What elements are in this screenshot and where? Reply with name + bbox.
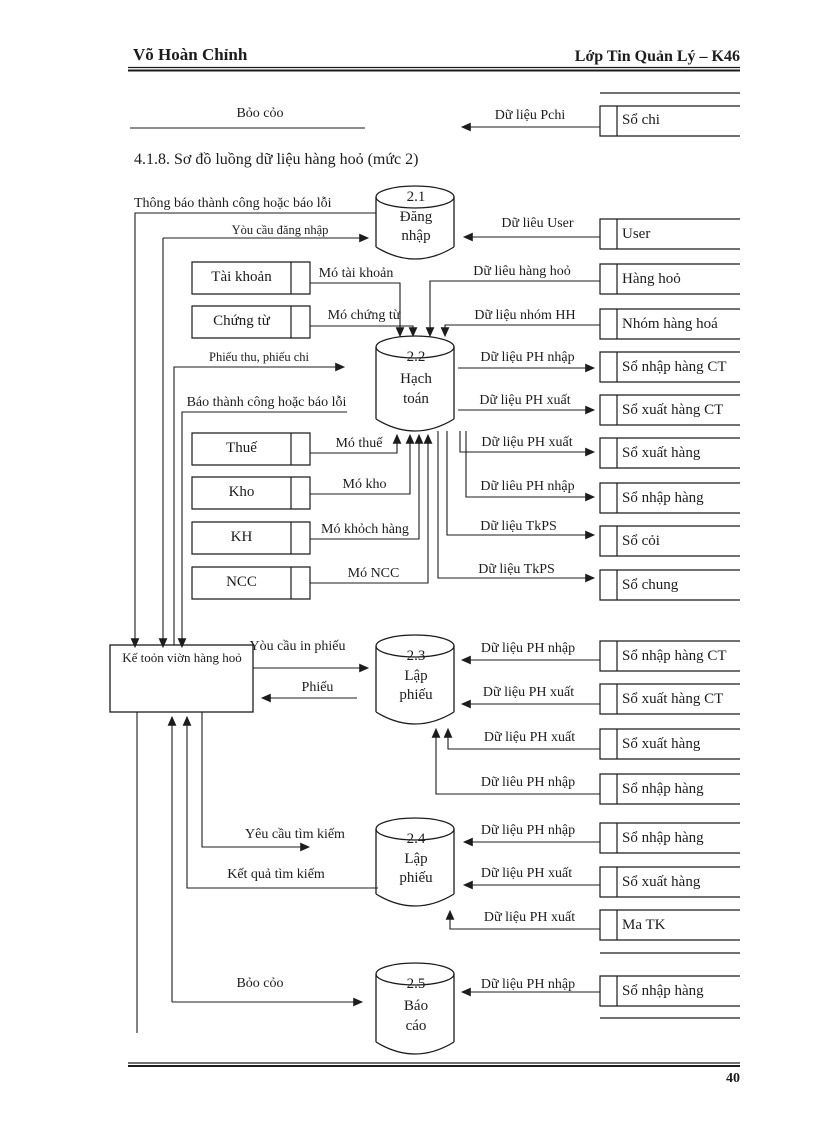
datastore-so-xuat-hang-1: Sổ xuất hàng — [622, 445, 701, 461]
datastore-so-xuat-hang-2: Sổ xuất hàng — [622, 736, 701, 752]
process-2-4-name-1: Lập — [404, 851, 428, 867]
process-2-4-id: 2.4 — [406, 831, 426, 847]
footer-rule — [128, 1062, 740, 1067]
flow-label-du-lieu-hang-hoa: Dữ liêu hàng hoỏ — [473, 264, 571, 279]
flow-label-bao-cao-25: Bỏo cỏo — [236, 976, 284, 991]
flow-label-yeu-cau-dang-nhap: Yòu cầu đăng nhập — [231, 223, 329, 237]
flow-label-tkps-1: Dữ liệu TkPS — [480, 519, 557, 534]
process-cylinder-2-1 — [375, 185, 455, 260]
flow-label-du-lieu-user: Dữ liêu User — [501, 216, 574, 231]
datastore-tai-khoan: Tài khoản — [211, 269, 272, 285]
flow-label-yeu-cau-in-phieu: Yòu cầu in phiếu — [249, 639, 346, 654]
flow-label-ph-nhap-3: Dữ liệu PH nhập — [480, 641, 576, 656]
process-2-2-id: 2.2 — [406, 349, 426, 365]
header-rule — [128, 66, 740, 72]
datastore-nhom-hang-hoa: Nhóm hàng hoá — [622, 316, 718, 332]
flow-label-ph-xuat-4: Dữ liệu PH xuất — [483, 730, 576, 745]
process-cylinder-2-4 — [375, 817, 455, 907]
flow-label-ph-nhap-1: Dữ liệu PH nhập — [480, 350, 575, 365]
page-number: 40 — [726, 1071, 740, 1086]
datastore-kh: KH — [230, 529, 253, 545]
flow-label-ph-xuat-3: Dữ liệu PH xuất — [482, 685, 575, 700]
flow-label-ph-nhap-4: Dữ liêu PH nhập — [480, 775, 576, 790]
datastore-chung-tu: Chứng từ — [213, 313, 270, 329]
flow-lines — [130, 122, 600, 1033]
process-cylinder-2-2 — [375, 335, 455, 432]
flow-label-ph-xuat-5: Dữ liệu PH xuất — [480, 866, 573, 881]
process-2-2-name-2: toán — [403, 391, 429, 407]
datastore-user: User — [622, 226, 651, 242]
datastore-so-xuat-hang-3: Sổ xuất hàng — [622, 874, 701, 890]
process-cylinders — [375, 185, 455, 1055]
header-class: Lớp Tin Quản Lý – K46 — [574, 48, 740, 65]
datastore-so-nhap-hang-4: Sổ nhập hàng — [622, 983, 704, 999]
left-datastores — [191, 261, 311, 600]
flow-label-yeu-cau-tim-kiem: Yêu cầu tìm kiếm — [245, 827, 345, 842]
datastore-so-chi: Sổ chi — [622, 112, 660, 128]
flow-label-ket-qua-tim-kiem: Kết quả tìm kiếm — [227, 867, 325, 882]
datastore-so-coi: Sổ cỏi — [622, 533, 660, 549]
flow-label-tkps-2: Dữ liệu TkPS — [478, 562, 555, 577]
process-2-1-id: 2.1 — [406, 189, 426, 205]
flow-label-ph-xuat-6: Dữ liệu PH xuất — [483, 910, 576, 925]
datastore-so-nhap-hang-2: Sổ nhập hàng — [622, 781, 704, 797]
datastore-so-nhap-hang-3: Sổ nhập hàng — [622, 830, 704, 846]
process-2-4-name-2: phiếu — [399, 870, 433, 886]
process-2-5-name-1: Báo — [403, 998, 429, 1014]
flow-label-mo-khach-hang: Mó khỏch hàng — [321, 522, 409, 537]
flow-label-mo-thue: Mó thuế — [335, 436, 383, 451]
process-2-3-id: 2.3 — [406, 648, 426, 664]
flow-label-du-lieu-pchi: Dữ liệu Pchi — [494, 108, 566, 123]
flow-label-ph-xuat-2: Dữ liệu PH xuất — [481, 435, 573, 450]
process-2-1-name-2: nhập — [401, 228, 431, 244]
datastore-ncc: NCC — [226, 574, 257, 590]
datastore-ma-tk: Ma TK — [622, 917, 666, 933]
header-author: Võ Hoàn Chỉnh — [133, 45, 248, 64]
datastore-so-xuat-hang-ct-1: Sổ xuất hàng CT — [622, 402, 724, 418]
datastore-so-nhap-hang-ct-1: Sổ nhập hàng CT — [622, 359, 727, 375]
datastore-thue: Thuế — [226, 440, 257, 456]
process-2-2-name-1: Hạch — [400, 371, 432, 387]
flow-label-bao-cao-top: Bỏo cỏo — [236, 106, 284, 121]
flow-label-bao-thanh-cong: Báo thành công hoặc báo lỗi — [186, 395, 347, 410]
flow-label-mo-chung-tu: Mó chứng từ — [327, 308, 401, 323]
process-cylinder-2-5 — [375, 962, 455, 1055]
process-2-1-name-1: Đăng — [399, 209, 433, 225]
flow-label-du-lieu-nhom-hh: Dữ liệu nhóm HH — [474, 308, 576, 323]
datastore-so-nhap-hang-ct-2: Sổ nhập hàng CT — [622, 648, 727, 664]
process-2-3-name-2: phiếu — [399, 687, 433, 703]
datastore-so-nhap-hang-1: Sổ nhập hàng — [622, 490, 704, 506]
datastore-so-xuat-hang-ct-2: Sổ xuất hàng CT — [622, 691, 724, 707]
flow-label-ph-nhap-5: Dữ liệu PH nhập — [480, 823, 576, 838]
flow-label-ph-nhap-6: Dữ liệu PH nhập — [480, 977, 576, 992]
datastore-kho: Kho — [228, 484, 255, 500]
flow-label-thong-bao: Thông báo thành công hoặc báo lỗi — [134, 196, 332, 211]
flow-label-mo-kho: Mó kho — [342, 477, 387, 492]
datastore-boxes — [599, 105, 740, 1007]
flow-label-phieu-thu-chi: Phiếu thu, phiếu chi — [209, 350, 309, 364]
datastore-hang-hoa: Hàng hoỏ — [622, 271, 681, 287]
flow-label-ph-nhap-2: Dữ liêu PH nhập — [480, 479, 575, 494]
flow-label-mo-ncc: Mó NCC — [347, 566, 400, 581]
process-2-3-name-1: Lập — [404, 668, 428, 684]
external-entity-label: Kế toỏn viờn hàng hoỏ — [122, 650, 242, 665]
flow-label-ph-xuat-1: Dữ liệu PH xuất — [479, 393, 571, 408]
right-datastores — [599, 92, 740, 1019]
process-cylinder-2-3 — [375, 634, 455, 725]
section-title: 4.1.8. Sơ đồ luồng dữ liệu hàng hoỏ (mức… — [134, 151, 419, 168]
process-2-5-id: 2.5 — [406, 976, 426, 992]
datastore-so-chung: Sổ chung — [622, 577, 679, 593]
process-2-5-name-2: cáo — [405, 1018, 427, 1034]
flow-label-mo-tai-khoan: Mó tài khoản — [318, 266, 394, 281]
flow-label-phieu: Phiếu — [301, 680, 334, 695]
